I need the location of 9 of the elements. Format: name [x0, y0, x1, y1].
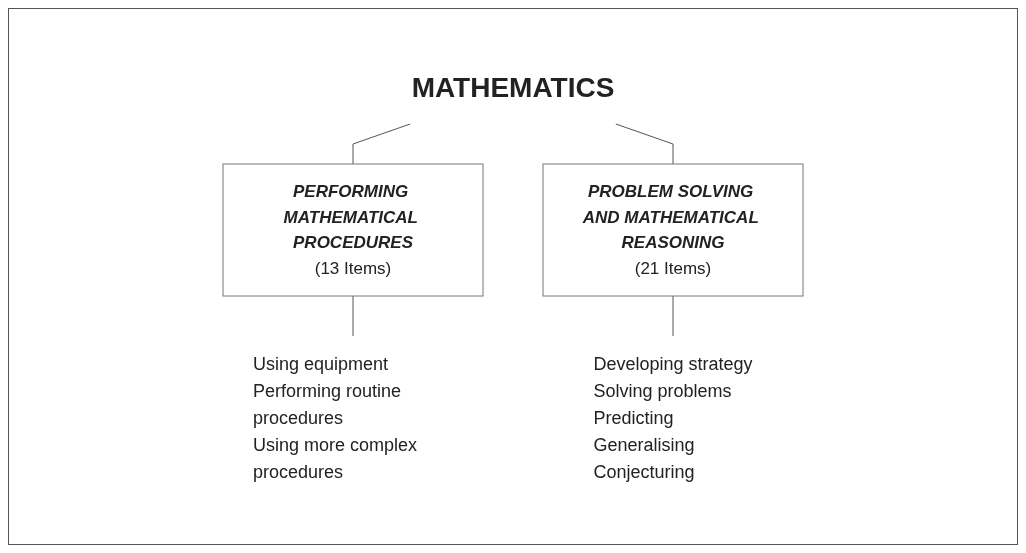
- node-text: Using equipment Performing routine procedures Using more complex procedures: [253, 354, 418, 482]
- node-box: PERFORMING MATHEMATICAL PROCEDURES (13 Items): [222, 163, 484, 297]
- node-text: Developing strategy Solving problems Predicting Generalising Conjecturing: [593, 354, 753, 482]
- connector: [615, 123, 674, 165]
- node-box: PROBLEM SOLVING AND MATHEMATICAL REASONING (21 Items): [542, 163, 804, 297]
- connector: [352, 295, 354, 337]
- connector: [352, 123, 411, 165]
- connector: [672, 295, 674, 337]
- node-text: MATHEMATICS: [411, 72, 615, 103]
